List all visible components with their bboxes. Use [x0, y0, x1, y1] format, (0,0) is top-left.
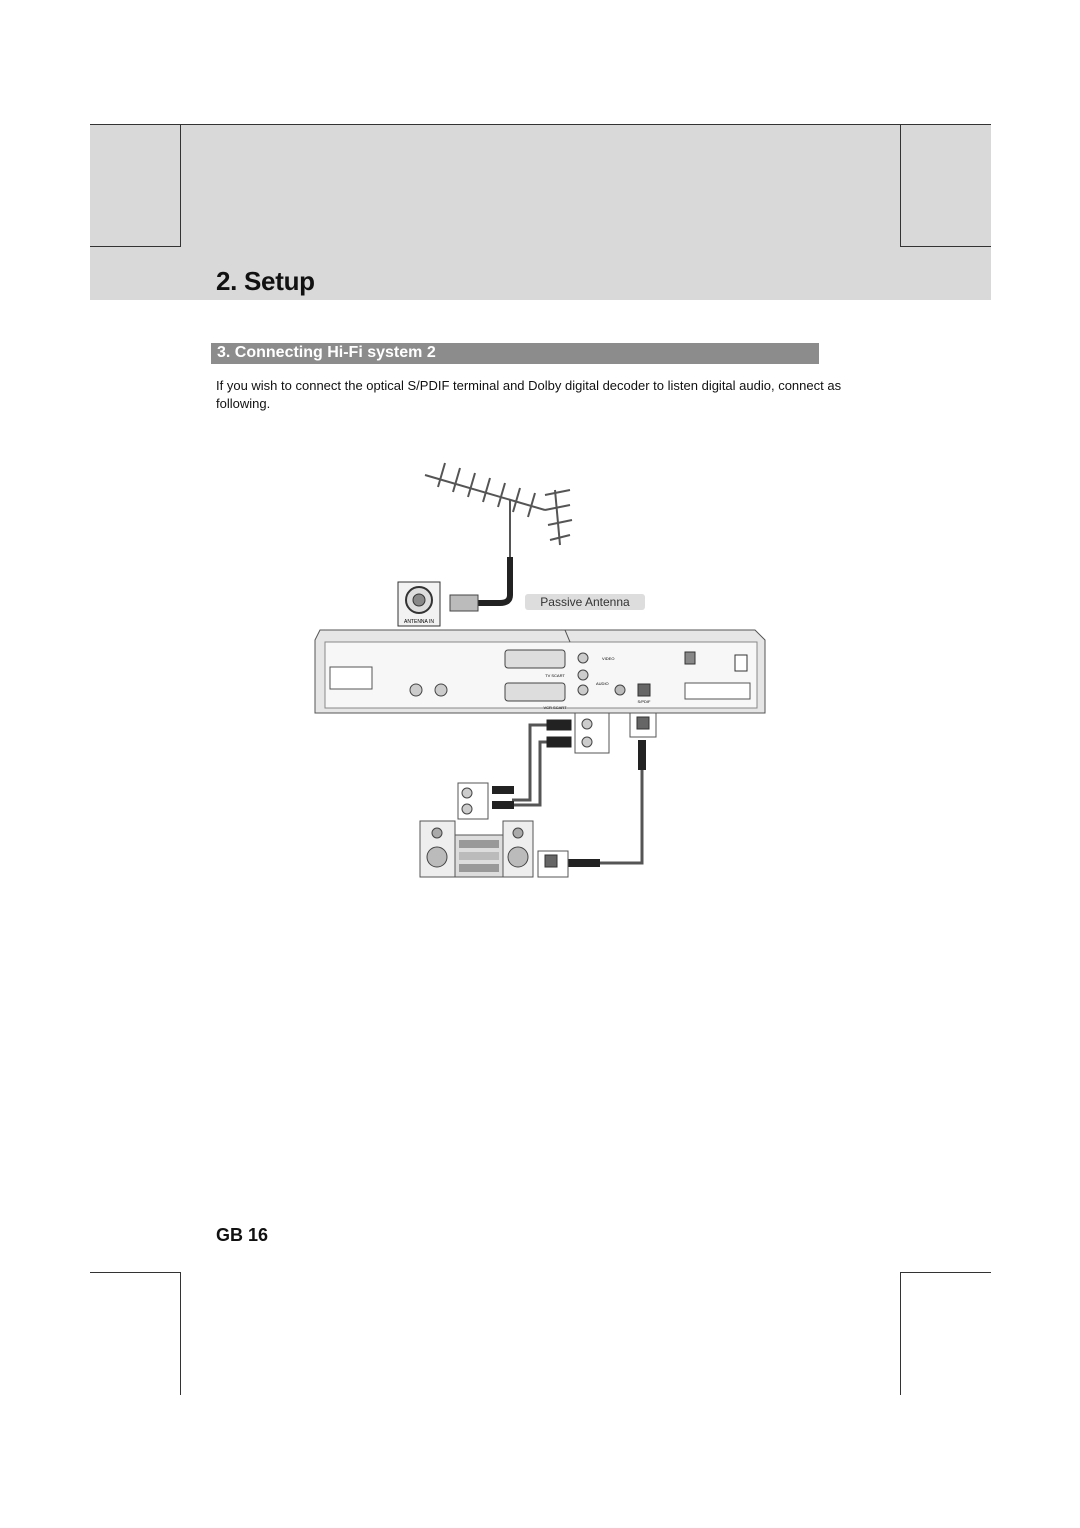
- hifi-system-icon: [419, 820, 569, 878]
- section-heading-bar: 3. Connecting Hi-Fi system 2: [211, 343, 819, 364]
- antenna-icon: [424, 462, 573, 560]
- intro-paragraph: If you wish to connect the optical S/PDI…: [216, 378, 842, 411]
- crop-mark: [90, 1272, 181, 1273]
- crop-mark: [90, 124, 991, 125]
- antenna-in-label: ANTENNA IN: [404, 619, 434, 625]
- rca-cables: [512, 719, 572, 807]
- crop-mark: [900, 1272, 991, 1273]
- vcr-scart-label: VCR SCART: [543, 705, 567, 710]
- tv-scart-label: TV SCART: [545, 673, 565, 678]
- receiver-back-panel: TV SCART VCR SCART VIDEO AUDIO S/PDIF: [314, 629, 766, 714]
- header-band: [90, 125, 991, 300]
- crop-mark: [180, 125, 181, 246]
- section-heading: 3. Connecting Hi-Fi system 2: [217, 344, 436, 361]
- connection-diagram: ANTENNA IN Passive Antenna TV SCART VCR …: [314, 462, 766, 878]
- crop-mark: [900, 125, 901, 246]
- video-label: VIDEO: [602, 656, 614, 661]
- audio-label: AUDIO: [596, 681, 609, 686]
- crop-mark: [180, 1272, 181, 1395]
- crop-mark: [90, 246, 181, 247]
- antenna-cable: [475, 557, 513, 606]
- page-title: 2. Setup: [216, 266, 315, 296]
- audio-out-block: [574, 712, 657, 754]
- page-number: GB 16: [216, 1225, 269, 1245]
- crop-mark: [900, 1272, 901, 1395]
- passive-antenna-tag: [525, 594, 645, 610]
- crop-mark: [900, 246, 991, 247]
- coax-plug: [449, 594, 479, 612]
- optical-cable: [568, 740, 646, 867]
- spdif-panel-label: S/PDIF: [638, 699, 651, 704]
- passive-antenna-label: Passive Antenna: [540, 595, 630, 609]
- rca-plugs-amp: [457, 782, 514, 820]
- antenna-in-connector: ANTENNA IN: [397, 581, 441, 627]
